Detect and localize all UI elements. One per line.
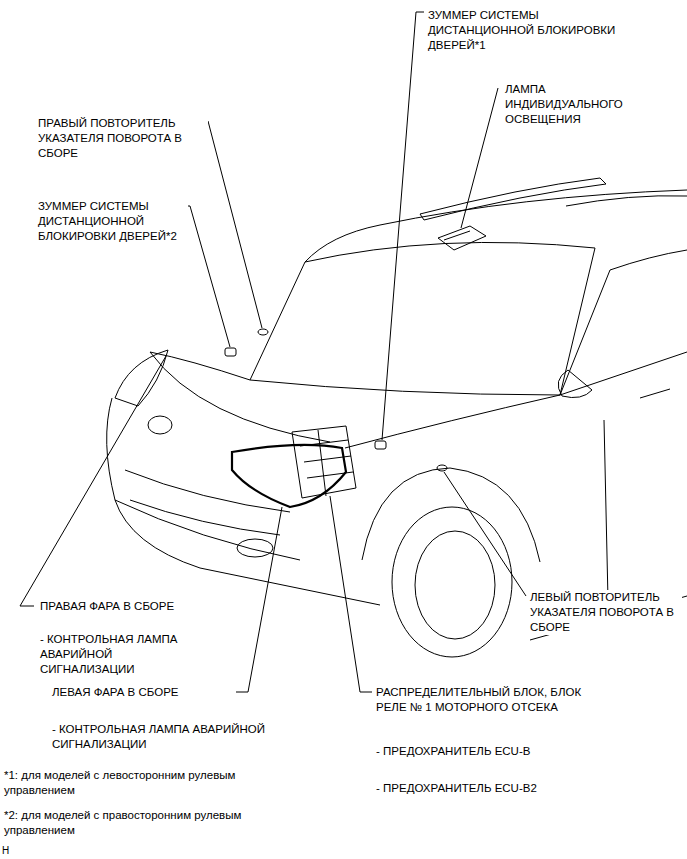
windshield — [250, 242, 595, 395]
mirror — [558, 370, 592, 398]
footnote: *2: для моделей с правосторонним рулевым… — [4, 808, 294, 838]
side-window — [560, 250, 687, 395]
repeater-symbol — [258, 329, 268, 335]
part-label: ПРАВЫЙ ПОВТОРИТЕЛЬ УКАЗАТЕЛЯ ПОВОРОТА В … — [38, 116, 208, 161]
leader-line — [461, 88, 498, 228]
repeater-symbol — [437, 465, 447, 471]
part-label: ЗУММЕР СИСТЕМЫ ДИСТАНЦИОННОЙ БЛОКИРОВКИ … — [38, 199, 188, 244]
buzzer-symbol — [375, 441, 386, 449]
leader-line — [236, 507, 282, 692]
part-label: ЛАМПА ИНДИВИДУАЛЬНОГО ОСВЕЩЕНИЯ — [505, 82, 635, 127]
emblem — [148, 416, 172, 434]
lamp-symbol — [438, 226, 486, 250]
part-label: РАСПРЕДЕЛИТЕЛЬНЫЙ БЛОК, БЛОК РЕЛЕ № 1 МО… — [376, 685, 591, 715]
footnote: *1: для моделей с левосторонним рулевым … — [4, 768, 294, 798]
wheel — [415, 531, 495, 639]
hood-edge — [150, 352, 330, 442]
grille — [130, 500, 280, 535]
fog-lamp — [237, 539, 273, 557]
hood-edge — [345, 395, 560, 448]
door-line — [604, 420, 608, 600]
door-handle — [640, 389, 670, 398]
sub-item-label: - КОНТРОЛЬНАЯ ЛАМПА АВАРИЙНОЙ СИГНАЛИЗАЦ… — [52, 722, 332, 752]
bumper — [115, 500, 380, 605]
roof-rail — [566, 196, 687, 206]
belt-line — [560, 352, 687, 395]
relay-block — [300, 430, 353, 496]
front-face — [107, 398, 300, 560]
buzzer-symbol — [225, 348, 236, 356]
part-label: ПРАВАЯ ФАРА В СБОРЕ — [40, 599, 174, 614]
sub-item-label: - ПРЕДОХРАНИТЕЛЬ ECU-B2 — [376, 781, 537, 796]
leader-line — [330, 496, 372, 692]
leader-line — [444, 472, 526, 596]
left-headlight — [232, 445, 346, 507]
part-label: ЛЕВЫЙ ПОВТОРИТЕЛЬ УКАЗАТЕЛЯ ПОВОРОТА В С… — [530, 590, 682, 635]
part-label: ЗУММЕР СИСТЕМЫ ДИСТАНЦИОННОЙ БЛОКИРОВКИ … — [428, 8, 633, 53]
roof-rail — [420, 178, 606, 220]
leader-line — [20, 356, 166, 606]
leader-line — [382, 12, 424, 440]
part-label: ЛЕВАЯ ФАРА В СБОРЕ — [52, 685, 178, 700]
sub-item-label: - КОНТРОЛЬНАЯ ЛАМПА АВАРИЙНОЙ СИГНАЛИЗАЦ… — [40, 632, 200, 677]
figure-code: H — [2, 843, 9, 858]
wheel — [392, 507, 512, 657]
relay-block — [292, 426, 356, 498]
sub-item-label: - ПРЕДОХРАНИТЕЛЬ ECU-B — [376, 744, 530, 759]
grille — [125, 470, 290, 512]
